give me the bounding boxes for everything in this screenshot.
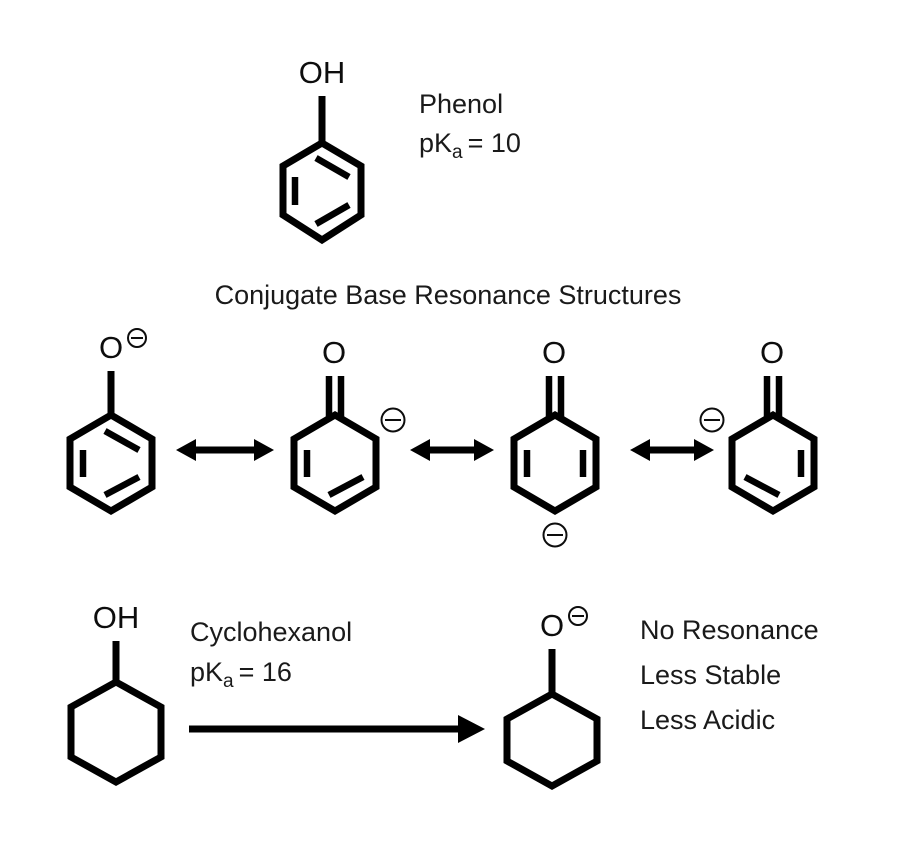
phenol-inner-bond-bottom-right — [314, 202, 351, 227]
ortho-left-oxygen-label: O — [760, 335, 784, 370]
para-ring — [510, 410, 600, 516]
ortho-left-negative-charge-icon — [699, 407, 725, 433]
cyclohexoxide-ring — [503, 689, 601, 791]
phenoxide-negative-charge-icon — [127, 328, 147, 348]
note-less-stable: Less Stable — [640, 660, 781, 690]
resonance-heading: Conjugate Base Resonance Structures — [215, 280, 682, 310]
phenol-name-label: Phenol — [419, 89, 503, 119]
resonance-structure-ortho-left: O — [699, 335, 818, 516]
cyclohexanol-structure: OH — [67, 600, 165, 787]
ortho-right-negative-charge-icon — [380, 407, 406, 433]
phenoxide-inner-bond-top-right — [103, 428, 141, 453]
phenol-oh-label: OH — [299, 55, 346, 90]
cyclohexanol-oh-label: OH — [93, 600, 140, 635]
cyclohexoxide-notes: No Resonance Less Stable Less Acidic — [640, 615, 819, 735]
phenol-benzene-ring — [279, 138, 365, 245]
note-no-resonance: No Resonance — [640, 615, 819, 645]
phenoxide-inner-bond-bottom-right — [103, 474, 141, 498]
phenoxide-oxygen-label: O — [99, 330, 123, 365]
cyclohexanol-caption: Cyclohexanol pKa= 16 — [190, 617, 352, 692]
resonance-structure-phenoxide: O — [66, 328, 156, 516]
cyclohexanol-ring — [67, 677, 165, 787]
cyclohexoxide-negative-charge-icon — [568, 606, 588, 626]
cyclohexanol-pka-label: pKa= 16 — [190, 657, 292, 692]
ortho-left-inner-bond-bottom-left — [743, 474, 781, 498]
resonance-structure-ortho-right: O — [290, 335, 406, 516]
cyclohexanol-name-label: Cyclohexanol — [190, 617, 352, 647]
para-negative-charge-icon — [542, 522, 568, 548]
resonance-structure-para: O — [510, 335, 600, 548]
ortho-left-ring — [728, 410, 818, 516]
cyclohexoxide-oxygen-label: O — [540, 608, 564, 643]
ortho-right-inner-bond-bottom-right — [327, 474, 365, 498]
para-oxygen-label: O — [542, 335, 566, 370]
ortho-right-oxygen-label: O — [322, 335, 346, 370]
phenol-caption: Phenol pKa= 10 — [419, 89, 521, 163]
cyclohexoxide-structure: O — [503, 606, 601, 791]
resonance-arrow-1 — [176, 439, 274, 461]
phenol-structure: OH — [279, 55, 365, 245]
phenoxide-ring — [66, 410, 156, 516]
phenol-inner-bond-top-right — [314, 155, 351, 180]
resonance-arrow-2 — [410, 439, 494, 461]
reaction-arrow — [189, 715, 485, 743]
note-less-acidic: Less Acidic — [640, 705, 775, 735]
ortho-right-ring — [290, 410, 380, 516]
resonance-arrow-3 — [630, 439, 714, 461]
phenol-pka-label: pKa= 10 — [419, 128, 521, 163]
